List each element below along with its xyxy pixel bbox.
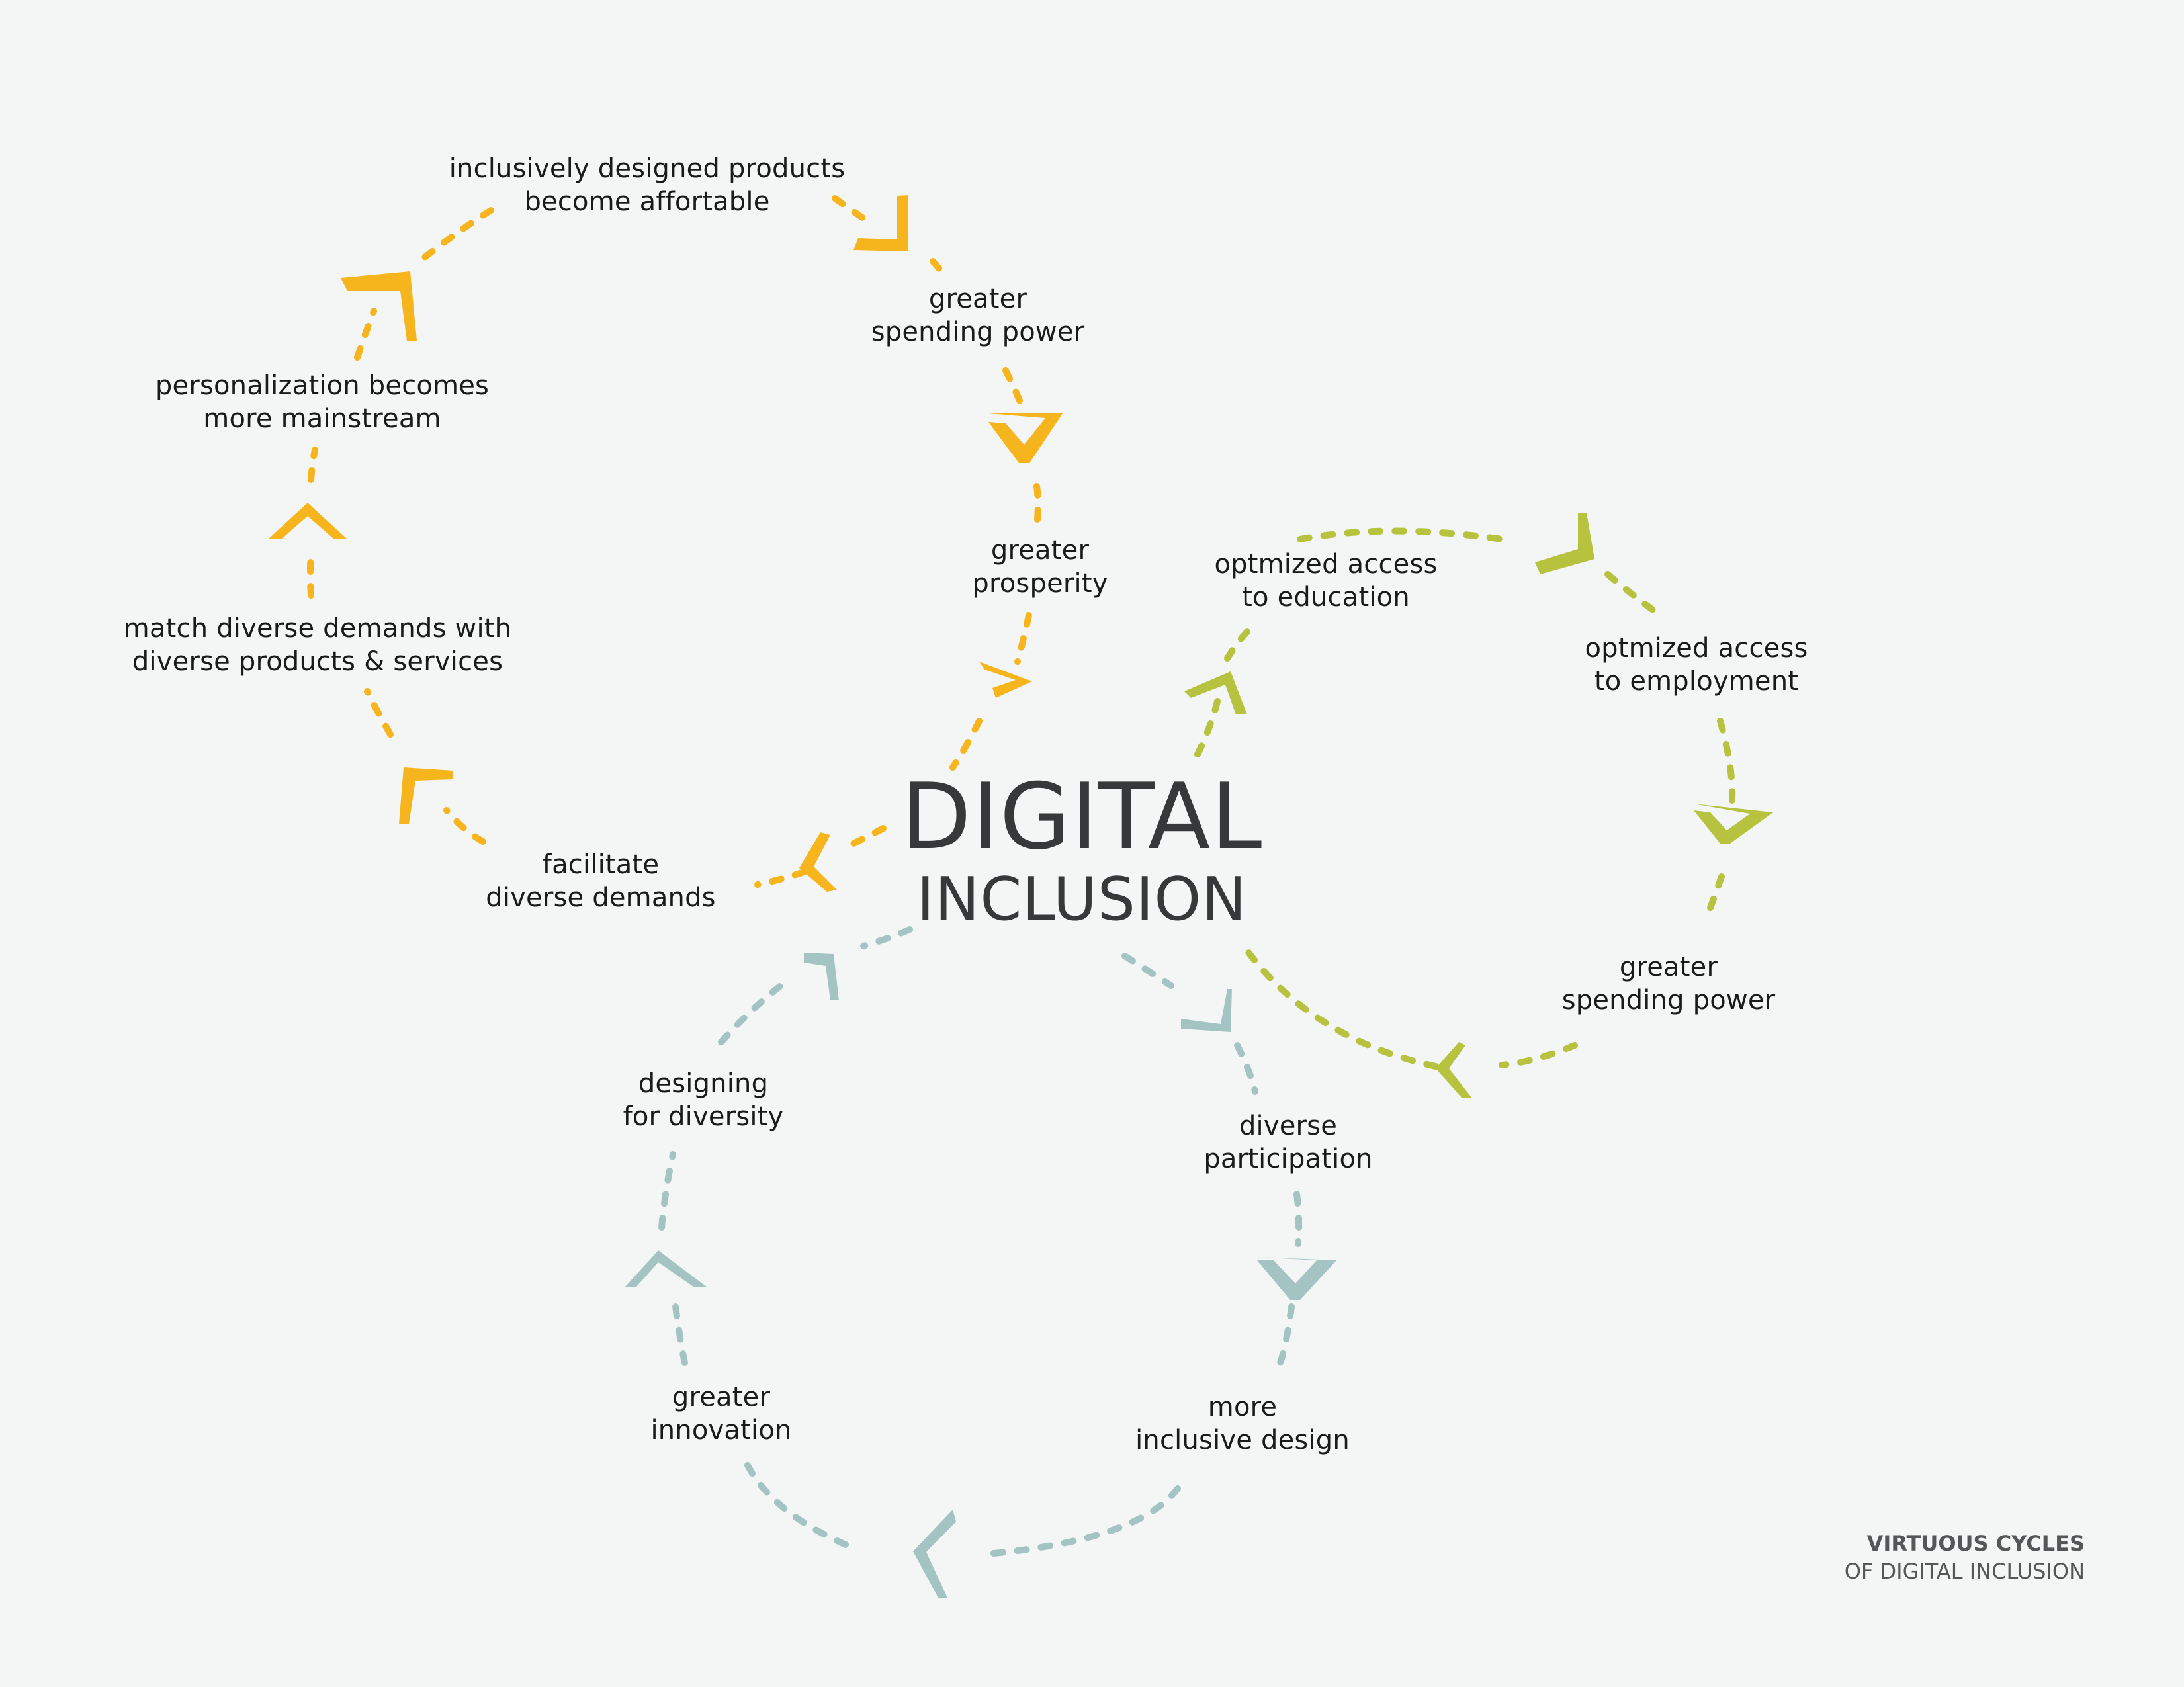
green-connector (1224, 625, 1254, 662)
label-line: spending power (871, 317, 1085, 347)
label-line: to education (1242, 582, 1410, 613)
yellow-label-facilitate-demands: facilitate diverse demands (486, 848, 715, 914)
green-connector (1604, 571, 1664, 619)
green-connector (1194, 698, 1221, 757)
green-label-employment: optmized access to employment (1585, 632, 1808, 698)
green-cycle (1194, 527, 1736, 1070)
teal-label-inclusive-design: more inclusive design (1135, 1391, 1350, 1457)
teal-label-innovation: greater innovation (650, 1381, 791, 1447)
teal-arrowheads (625, 953, 1336, 1598)
title-line1: DIGITAL (900, 763, 1263, 870)
label-line: inclusive design (1135, 1425, 1350, 1455)
teal-connector (1277, 1303, 1295, 1366)
yellow-label-prosperity: greater prosperity (972, 534, 1108, 600)
teal-connector (744, 1462, 857, 1551)
yellow-connector (930, 258, 946, 278)
label-line: designing (638, 1068, 769, 1099)
green-connector (1241, 943, 1439, 1070)
teal-connector (1293, 1191, 1303, 1247)
green-label-spending-power: greater spending power (1562, 951, 1776, 1017)
yellow-connector (949, 718, 983, 771)
label-line: greater (928, 284, 1027, 314)
teal-label-diverse-participation: diverse participation (1203, 1109, 1372, 1176)
teal-connector (976, 1485, 1181, 1558)
chevron-left-icon (913, 1510, 956, 1598)
yellow-connector (443, 807, 486, 845)
chevron-left-icon (799, 832, 837, 892)
caption: VIRTUOUS CYCLES OF DIGITAL INCLUSION (1845, 1530, 2085, 1585)
chevron-up-icon (1184, 671, 1247, 714)
label-line: diverse products & services (132, 646, 503, 677)
yellow-connector (850, 825, 887, 847)
teal-connector (1234, 1042, 1258, 1095)
diagram-title: DIGITAL INCLUSION (901, 767, 1262, 933)
yellow-label-affordable-products: inclusively designed products become aff… (449, 152, 846, 218)
green-label-education: optmized access to education (1214, 548, 1437, 614)
yellow-connector (354, 308, 377, 361)
title-line2: INCLUSION (916, 865, 1247, 934)
label-line: optmized access (1214, 549, 1438, 580)
label-line: greater (1619, 952, 1718, 982)
yellow-connector (1033, 483, 1041, 523)
label-line: facilitate (542, 849, 660, 880)
chevron-up-icon (625, 1250, 707, 1287)
yellow-label-personalization: personalization becomes more mainstream (155, 369, 489, 435)
chevron-down-icon (988, 413, 1063, 463)
label-line: inclusively designed products (449, 153, 846, 184)
chevron-down-icon (1181, 989, 1232, 1032)
label-line: greater (990, 535, 1090, 566)
yellow-label-spending-power: greater spending power (871, 282, 1085, 349)
label-line: diverse demands (486, 883, 716, 913)
yellow-connector (1002, 367, 1026, 410)
green-connector (1702, 873, 1725, 923)
green-connector (1499, 1042, 1578, 1068)
yellow-connector (1014, 612, 1032, 665)
green-arrowheads (1184, 513, 1773, 1098)
caption-line2: OF DIGITAL INCLUSION (1844, 1559, 2085, 1584)
teal-connector (1121, 953, 1174, 989)
label-line: match diverse demands with (123, 613, 512, 644)
label-line: diverse (1239, 1111, 1338, 1141)
teal-label-designing-diversity: designing for diversity (623, 1067, 784, 1133)
label-line: become affortable (524, 187, 770, 217)
label-line: innovation (650, 1415, 792, 1446)
label-line: personalization becomes (155, 370, 490, 401)
label-line: more (1207, 1392, 1278, 1422)
chevron-left-icon (1436, 1042, 1472, 1098)
label-line: spending power (1561, 985, 1776, 1016)
chevron-up-left-icon (399, 767, 453, 824)
label-line: to employment (1594, 666, 1799, 697)
label-line: participation (1203, 1144, 1373, 1174)
green-connector (1717, 718, 1736, 804)
chevron-up-right-icon (804, 953, 839, 1000)
label-line: greater (672, 1382, 771, 1412)
yellow-connector (832, 195, 867, 222)
teal-connector (718, 982, 784, 1045)
yellow-connector (364, 688, 394, 738)
chevron-down-icon (1694, 804, 1773, 844)
chevron-up-icon (268, 503, 347, 539)
yellow-connector (754, 869, 807, 888)
yellow-connector (307, 546, 314, 599)
yellow-cycle (307, 195, 1041, 888)
label-line: optmized access (1585, 633, 1808, 664)
label-line: for diversity (623, 1102, 784, 1132)
label-line: more mainstream (203, 404, 441, 434)
yellow-connector (308, 447, 318, 483)
yellow-arrowheads (268, 195, 1063, 892)
caption-line1: VIRTUOUS CYCLES (1866, 1531, 2085, 1556)
teal-connector (860, 926, 913, 949)
yellow-label-match-demands: match diverse demands with diverse produ… (124, 612, 511, 678)
chevron-up-right-icon (341, 271, 417, 341)
teal-cycle (658, 926, 1303, 1558)
chevron-right-down-icon (1535, 513, 1594, 574)
teal-connector (672, 1297, 688, 1366)
teal-connector (658, 1151, 676, 1231)
label-line: prosperity (972, 568, 1108, 599)
green-connector (1297, 527, 1505, 542)
chevron-right-down-icon (853, 195, 908, 251)
chevron-down-icon (1257, 1257, 1336, 1300)
yellow-connector (412, 207, 494, 268)
chevron-down-icon (979, 662, 1032, 698)
